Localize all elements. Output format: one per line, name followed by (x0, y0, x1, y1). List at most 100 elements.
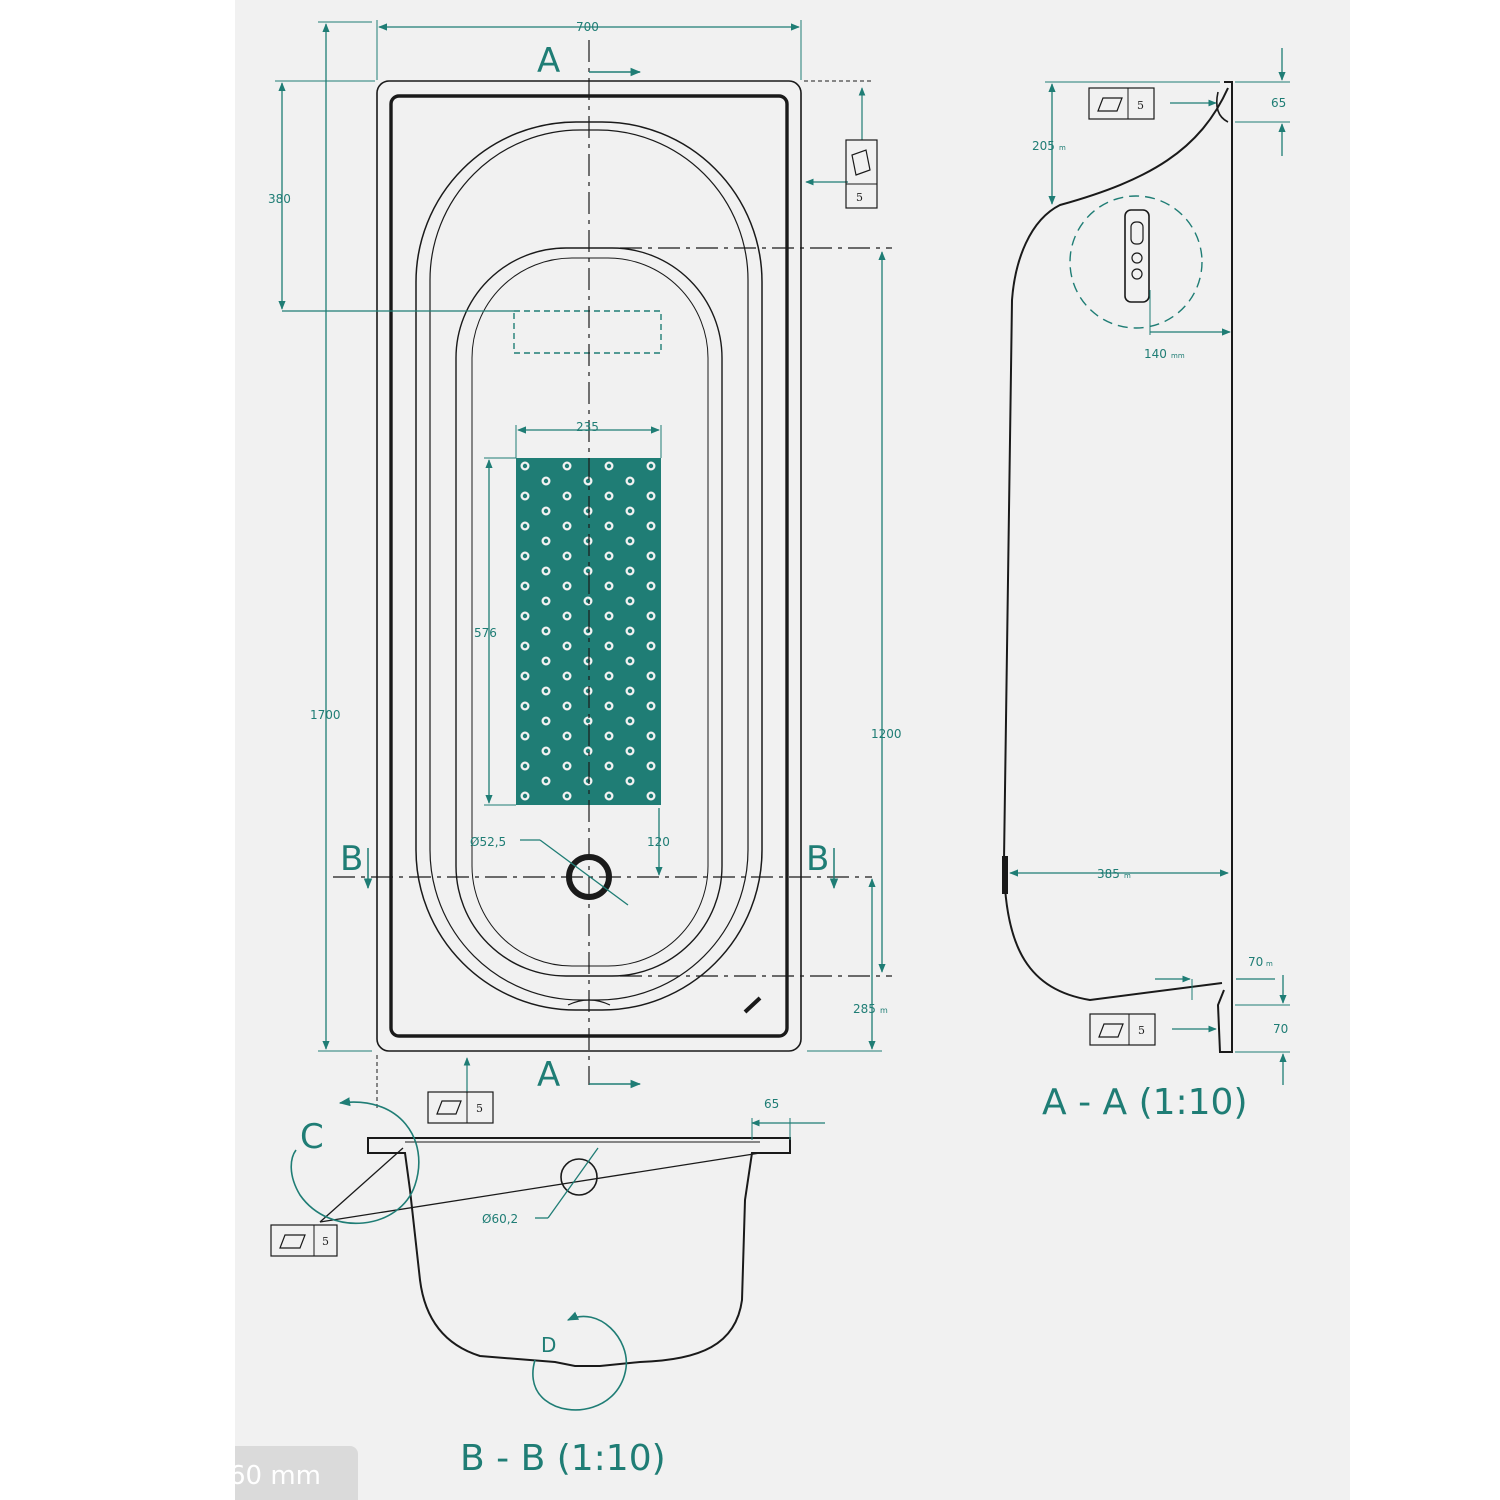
mat-dot-core (522, 613, 528, 619)
mat-dot-core (606, 643, 612, 649)
mat-dot-core (564, 763, 570, 769)
mat-dot-core (627, 628, 633, 634)
mat-dot-core (522, 733, 528, 739)
mat-dot-core (606, 793, 612, 799)
mat-dot-core (606, 733, 612, 739)
overflow-detail-circle (1069, 195, 1203, 329)
mat-dot-core (648, 733, 654, 739)
mat-dot-core (543, 658, 549, 664)
mat-dot-core (543, 538, 549, 544)
mat-dot-core (648, 673, 654, 679)
mat-length-dimension-label: 576 (474, 626, 497, 640)
mat-dot-core (627, 658, 633, 664)
mat-dot-core (564, 733, 570, 739)
flatness-icon (1098, 1023, 1124, 1038)
aa-flatness-top-value: 5 (1137, 99, 1144, 112)
flatness-side-value: 5 (856, 191, 863, 204)
mat-dot-core (627, 688, 633, 694)
section-b-left-label: B (340, 839, 363, 879)
mat-dot-core (564, 613, 570, 619)
aa-height-dimension-label: 385 (1097, 867, 1120, 881)
drain-icon (566, 854, 612, 900)
mat-dot-core (522, 523, 528, 529)
mat-dot-core (648, 613, 654, 619)
mat-dot-core (522, 493, 528, 499)
flatness-frame-bottom (427, 1091, 494, 1124)
mat-dot-core (564, 643, 570, 649)
section-b-right-label: B (806, 839, 829, 879)
drain-gap-dimension-label: 120 (647, 835, 670, 849)
mat-dot-core (627, 718, 633, 724)
drain-offset-dimension-label: 285 (853, 1002, 876, 1016)
aa-flatness-bottom-value: 5 (1138, 1024, 1145, 1037)
aa-rim-dimension-label: 65 (1271, 96, 1286, 110)
mat-dot-core (606, 703, 612, 709)
section-bb-title: B - B (1:10) (460, 1438, 666, 1479)
mat-dot-core (564, 553, 570, 559)
mat-dot-core (543, 718, 549, 724)
flatness-icon (436, 1100, 462, 1115)
mat-dot-core (543, 688, 549, 694)
drain-leader-2 (539, 839, 629, 906)
mat-dot-core (543, 628, 549, 634)
anti-slip-dots (519, 460, 657, 802)
mat-dot-core (522, 793, 528, 799)
mat-dot-core (564, 523, 570, 529)
headrest-zone (513, 310, 662, 354)
mat-dot-core (564, 463, 570, 469)
mat-dot-core (606, 583, 612, 589)
mat-dot-core (648, 553, 654, 559)
mat-dot-core (627, 508, 633, 514)
plan-view: Ø52,5 700 1700 380 1200 285 m 235 57 (268, 20, 902, 1124)
mat-dot-core (627, 778, 633, 784)
mat-dot-core (627, 538, 633, 544)
mat-dot-core (648, 583, 654, 589)
svg-text:m: m (1266, 960, 1273, 968)
mat-dot-core (606, 673, 612, 679)
mat-dot-core (564, 493, 570, 499)
bb-flatness-frame (270, 1224, 338, 1257)
section-aa-wall (1216, 81, 1233, 1053)
overflow-diameter-label: Ø60,2 (482, 1212, 518, 1226)
mat-dot-core (627, 568, 633, 574)
width-dimension-label: 700 (576, 20, 599, 34)
mat-dot-core (543, 598, 549, 604)
mat-dot-core (606, 523, 612, 529)
svg-text:m: m (880, 1006, 888, 1015)
svg-text:m: m (1059, 144, 1066, 152)
mat-dot-core (543, 478, 549, 484)
section-aa-view: 140 mm 205 m 65 5 385 m 70 m 70 (1002, 48, 1290, 1123)
flatness-icon (279, 1234, 306, 1249)
mat-dot-core (522, 763, 528, 769)
mat-dot-core (606, 613, 612, 619)
scale-readout: 60 mm (235, 1446, 358, 1500)
mat-dot-core (648, 763, 654, 769)
svg-text:m: m (1124, 872, 1131, 880)
mat-dot-core (564, 703, 570, 709)
mat-dot-core (564, 793, 570, 799)
flatness-frame-side (845, 139, 878, 209)
mat-dot-core (648, 493, 654, 499)
view-c-label: C (300, 1117, 324, 1157)
svg-text:mm: mm (1171, 352, 1185, 360)
mat-dot-core (648, 703, 654, 709)
section-a-top-label: A (537, 41, 560, 81)
mat-dot-core (543, 568, 549, 574)
mat-dot-core (543, 748, 549, 754)
view-d-rotation-arrow (532, 1311, 628, 1411)
bb-flatness-value: 5 (322, 1235, 329, 1248)
floor-length-dimension-label: 1200 (871, 727, 902, 741)
view-d-label: D (541, 1333, 556, 1357)
section-aa-foot (1002, 856, 1008, 894)
aa-flange-dimension-label: 70 (1248, 955, 1263, 969)
mat-dot-core (606, 763, 612, 769)
basin-floor-inner (471, 257, 709, 967)
mat-dot-core (627, 598, 633, 604)
bb-rim-dimension-label: 65 (764, 1097, 779, 1111)
mat-dot-core (522, 553, 528, 559)
mat-dot-core (648, 523, 654, 529)
mat-dot-core (543, 778, 549, 784)
section-a-bottom-label: A (537, 1055, 560, 1095)
aa-foot-dimension-label: 70 (1273, 1022, 1288, 1036)
mat-dot-core (522, 463, 528, 469)
